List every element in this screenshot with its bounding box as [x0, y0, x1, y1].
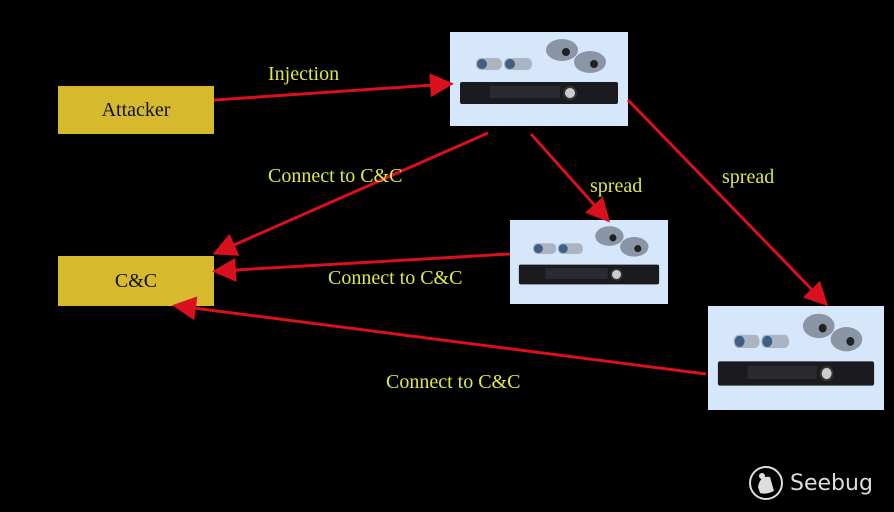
label-spread-1: spread	[590, 175, 643, 197]
label-injection: Injection	[268, 63, 340, 85]
arrow-spread-2	[626, 98, 829, 307]
cnc-node: C&C	[58, 256, 214, 306]
device-main	[450, 32, 628, 126]
label-connect-3: Connect to C&C	[386, 371, 521, 393]
arrow-connect-1	[212, 131, 489, 256]
arrow-connect-3	[172, 296, 707, 376]
arrow-connect-2	[212, 252, 511, 282]
cnc-label: C&C	[114, 269, 158, 292]
attacker-label: Attacker	[101, 98, 171, 121]
label-connect-1: Connect to C&C	[268, 165, 403, 187]
device-spread-1	[510, 220, 668, 304]
arrow-spread-1	[529, 133, 610, 223]
arrow-injection	[213, 73, 454, 102]
camera-kit-icon	[518, 226, 660, 285]
device-spread-2	[708, 306, 884, 410]
seebug-bug-icon	[749, 466, 783, 500]
seebug-logo: Seebug	[748, 465, 873, 501]
label-spread-2: spread	[722, 166, 775, 188]
camera-kit-icon	[717, 313, 875, 386]
seebug-logo-text: Seebug	[790, 470, 873, 496]
camera-kit-icon	[460, 39, 618, 104]
label-connect-2: Connect to C&C	[328, 267, 463, 289]
attacker-node: Attacker	[58, 86, 214, 134]
